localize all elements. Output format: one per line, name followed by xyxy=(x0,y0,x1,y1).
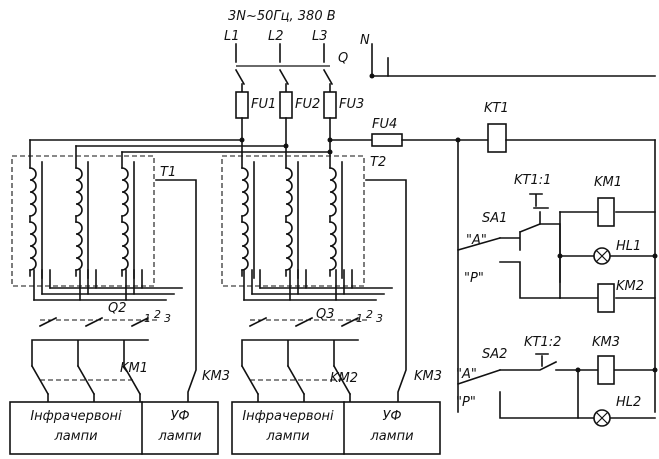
transformer-t2-coils xyxy=(241,161,343,279)
supply-label: 3N~50Гц, 380 В xyxy=(228,9,336,24)
load-uv-1-line2: лампи xyxy=(157,429,201,444)
km1-label-power: KM1 xyxy=(120,361,148,376)
load-uv-1-line1: УФ xyxy=(170,409,189,424)
sa1-pos-a: "A" xyxy=(466,233,487,248)
fuse-fu1 xyxy=(235,91,249,141)
switch-q-label: Q xyxy=(338,51,348,66)
fuse-fu3 xyxy=(323,91,337,153)
sa1-label: SA1 xyxy=(482,211,507,226)
switch-q2-label: Q2 xyxy=(108,301,127,316)
load-ir-1-line1: Інфрачервоні xyxy=(30,409,122,424)
km2-coil-label: KM2 xyxy=(616,279,644,294)
phase-leads xyxy=(234,43,334,93)
km3-label-power-2: KM3 xyxy=(414,369,442,384)
fuse-fu1-label: FU1 xyxy=(251,97,276,112)
transformer-t1-coils xyxy=(29,161,135,279)
km3-coil-label: KM3 xyxy=(592,335,620,350)
tap1-t2: 1 xyxy=(356,312,363,325)
load-ir-2-line2: лампи xyxy=(265,429,309,444)
neutral-label: N xyxy=(360,33,370,48)
hl2-label: HL2 xyxy=(616,395,641,410)
km2-label-power: KM2 xyxy=(330,371,358,386)
t1-coil-3 xyxy=(121,161,135,279)
sa2-pos-p: "P" xyxy=(456,395,476,410)
phase-label-l3: L3 xyxy=(312,29,328,44)
fuse-fu2 xyxy=(279,91,293,147)
load-box-2 xyxy=(231,401,441,455)
phase-label-l1: L1 xyxy=(224,29,240,44)
load-uv-2-line1: УФ xyxy=(382,409,401,424)
km2-power-contacts xyxy=(240,364,352,403)
km3-coil xyxy=(597,355,615,385)
km1-coil xyxy=(597,197,615,227)
tap1-t1: 1 xyxy=(144,312,151,325)
tap-outputs-t1 xyxy=(31,269,183,367)
t2-coil-2 xyxy=(285,161,299,279)
junction-dots xyxy=(239,73,658,373)
hl1-label: HL1 xyxy=(616,239,641,254)
transformer-t1-frame xyxy=(11,155,155,287)
control-line xyxy=(329,133,489,413)
sa2-label: SA2 xyxy=(482,347,507,362)
km2-coil xyxy=(597,283,615,313)
load-ir-2-line1: Інфрачервоні xyxy=(242,409,334,424)
switch-q3-label: Q3 xyxy=(316,307,335,322)
load-box-1 xyxy=(9,401,219,455)
hl1-lamp xyxy=(593,247,611,265)
load-ir-1-line2: лампи xyxy=(53,429,97,444)
sa2-pos-a: "A" xyxy=(456,367,477,382)
km3-power-contacts xyxy=(155,179,407,403)
load-uv-2-line2: лампи xyxy=(369,429,413,444)
relay-kt1-label: KT1 xyxy=(484,101,509,116)
tap2-t2: 2 xyxy=(366,308,373,321)
bus-bars xyxy=(29,139,331,169)
sa1-pos-p: "P" xyxy=(464,271,484,286)
neutral-line xyxy=(371,43,656,77)
t2-coil-3 xyxy=(329,161,343,279)
t2-coil-1 xyxy=(241,161,255,279)
t1-coil-1 xyxy=(29,161,43,279)
km1-coil-label: KM1 xyxy=(594,175,622,190)
tap2-t1: 2 xyxy=(154,308,161,321)
fuse-fu4-label: FU4 xyxy=(372,117,397,132)
t1-coil-2 xyxy=(75,161,89,279)
transformer-t1-label: T1 xyxy=(160,165,176,180)
tap-outputs-t2 xyxy=(241,269,393,367)
kt1-1-timer-mark xyxy=(529,193,543,207)
km1-power-contacts xyxy=(30,364,142,403)
kt1-2-label: KT1:2 xyxy=(524,335,561,350)
sa2-selector xyxy=(456,353,656,419)
relay-kt1 xyxy=(487,123,656,153)
tap3-t2: 3 xyxy=(376,312,383,325)
tap3-t1: 3 xyxy=(164,312,171,325)
fuse-fu3-label: FU3 xyxy=(339,97,364,112)
kt1-1-label: KT1:1 xyxy=(514,173,551,188)
transformer-t2-label: T2 xyxy=(370,155,386,170)
fuse-fu2-label: FU2 xyxy=(295,97,320,112)
phase-label-l2: L2 xyxy=(268,29,284,44)
km3-label-power-1: KM3 xyxy=(202,369,230,384)
hl2-lamp xyxy=(593,409,611,427)
sa1-selector xyxy=(457,139,656,413)
